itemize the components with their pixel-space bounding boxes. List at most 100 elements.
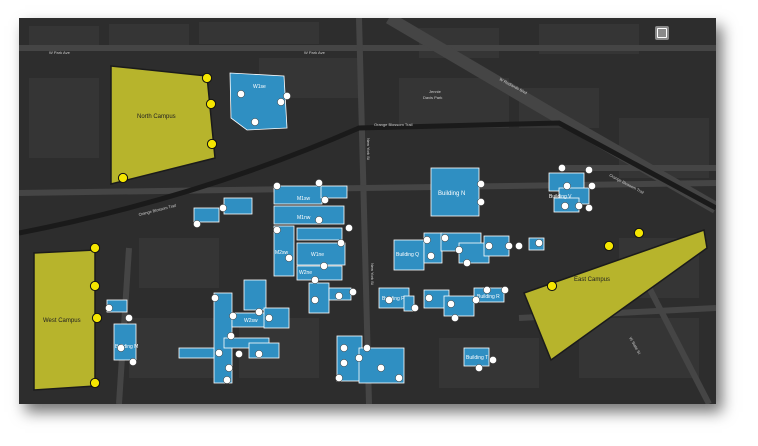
campus-entrance-icon[interactable] xyxy=(91,312,103,324)
campus-entrance-icon[interactable] xyxy=(89,242,101,254)
map-frame[interactable]: W Park Ave W Park Ave W Redlands Blvd Or… xyxy=(19,18,716,404)
entrance-marker-icon[interactable] xyxy=(320,262,328,270)
entrance-marker-icon[interactable] xyxy=(575,202,583,210)
campus-entrance-icon[interactable] xyxy=(546,280,558,292)
entrance-marker-icon[interactable] xyxy=(255,308,263,316)
entrance-marker-icon[interactable] xyxy=(475,364,483,372)
entrance-marker-icon[interactable] xyxy=(273,182,281,190)
entrance-marker-icon[interactable] xyxy=(283,92,291,100)
entrance-marker-icon[interactable] xyxy=(561,202,569,210)
campus-entrance-icon[interactable] xyxy=(205,98,217,110)
entrance-marker-icon[interactable] xyxy=(265,314,273,322)
campus-east[interactable]: East Campus xyxy=(523,228,708,362)
entrance-marker-icon[interactable] xyxy=(255,350,263,358)
campus-entrance-icon[interactable] xyxy=(603,240,615,252)
entrance-marker-icon[interactable] xyxy=(588,182,596,190)
entrance-marker-icon[interactable] xyxy=(273,226,281,234)
entrance-marker-icon[interactable] xyxy=(125,314,133,322)
entrance-marker-icon[interactable] xyxy=(563,182,571,190)
entrance-marker-icon[interactable] xyxy=(129,358,137,366)
entrance-marker-icon[interactable] xyxy=(395,374,403,382)
entrance-marker-icon[interactable] xyxy=(585,204,593,212)
entrance-marker-icon[interactable] xyxy=(455,246,463,254)
building-label: Building V xyxy=(549,194,572,200)
entrance-marker-icon[interactable] xyxy=(321,196,329,204)
entrance-marker-icon[interactable] xyxy=(193,220,201,228)
road-label: Orange Blossom Trail xyxy=(374,122,413,127)
entrance-marker-icon[interactable] xyxy=(483,286,491,294)
entrance-marker-icon[interactable] xyxy=(311,296,319,304)
entrance-marker-icon[interactable] xyxy=(558,164,566,172)
entrance-marker-icon[interactable] xyxy=(447,300,455,308)
entrance-marker-icon[interactable] xyxy=(277,98,285,106)
entrance-marker-icon[interactable] xyxy=(335,374,343,382)
entrance-marker-icon[interactable] xyxy=(535,239,543,247)
entrance-marker-icon[interactable] xyxy=(515,242,523,250)
entrance-marker-icon[interactable] xyxy=(377,364,385,372)
entrance-marker-icon[interactable] xyxy=(472,296,480,304)
campus-entrance-icon[interactable] xyxy=(633,227,645,239)
entrance-marker-icon[interactable] xyxy=(105,304,113,312)
entrance-marker-icon[interactable] xyxy=(251,118,259,126)
entrance-marker-icon[interactable] xyxy=(463,259,471,267)
entrance-marker-icon[interactable] xyxy=(237,90,245,98)
entrance-marker-icon[interactable] xyxy=(219,204,227,212)
campus-entrance-icon[interactable] xyxy=(201,72,213,84)
entrance-marker-icon[interactable] xyxy=(227,332,235,340)
campus-entrance-icon[interactable] xyxy=(89,280,101,292)
entrance-marker-icon[interactable] xyxy=(340,359,348,367)
entrance-marker-icon[interactable] xyxy=(427,252,435,260)
entrance-marker-icon[interactable] xyxy=(477,180,485,188)
entrance-marker-icon[interactable] xyxy=(315,179,323,187)
road-label: New York St xyxy=(370,263,375,286)
entrance-marker-icon[interactable] xyxy=(229,312,237,320)
entrance-marker-icon[interactable] xyxy=(215,349,223,357)
campus-entrance-icon[interactable] xyxy=(117,172,129,184)
layers-glyph xyxy=(657,28,667,38)
entrance-marker-icon[interactable] xyxy=(225,364,233,372)
entrance-marker-icon[interactable] xyxy=(335,292,343,300)
road-label: W Park Ave xyxy=(49,50,71,55)
campus-entrance-icon[interactable] xyxy=(206,138,218,150)
entrance-marker-icon[interactable] xyxy=(411,304,419,312)
entrance-marker-icon[interactable] xyxy=(223,376,231,384)
building-label: Building R xyxy=(477,294,500,300)
entrance-marker-icon[interactable] xyxy=(385,296,393,304)
entrance-marker-icon[interactable] xyxy=(235,350,243,358)
layers-icon[interactable] xyxy=(655,26,669,40)
entrance-marker-icon[interactable] xyxy=(425,294,433,302)
entrance-marker-icon[interactable] xyxy=(315,216,323,224)
building-label: W2ne xyxy=(299,270,312,276)
entrance-marker-icon[interactable] xyxy=(340,344,348,352)
campus-north[interactable]: North Campus xyxy=(110,65,216,185)
entrance-marker-icon[interactable] xyxy=(345,224,353,232)
entrance-marker-icon[interactable] xyxy=(477,198,485,206)
campus-entrance-icon[interactable] xyxy=(89,377,101,389)
campus-map[interactable]: W Park Ave W Park Ave W Redlands Blvd Or… xyxy=(19,18,716,404)
entrance-marker-icon[interactable] xyxy=(441,234,449,242)
entrance-marker-icon[interactable] xyxy=(423,236,431,244)
road-label: New York St xyxy=(366,138,371,161)
entrance-marker-icon[interactable] xyxy=(311,276,319,284)
building-label: Building M xyxy=(115,344,138,350)
entrance-marker-icon[interactable] xyxy=(585,166,593,174)
campus-west[interactable]: West Campus xyxy=(33,249,96,391)
building-label: Building P xyxy=(382,296,405,302)
entrance-marker-icon[interactable] xyxy=(451,314,459,322)
entrance-marker-icon[interactable] xyxy=(117,344,125,352)
building-label: M1sw xyxy=(297,196,310,202)
entrance-marker-icon[interactable] xyxy=(355,354,363,362)
entrance-marker-icon[interactable] xyxy=(285,254,293,262)
poi-label: Davis Park xyxy=(423,95,442,100)
entrance-marker-icon[interactable] xyxy=(211,294,219,302)
entrance-marker-icon[interactable] xyxy=(337,239,345,247)
entrance-marker-icon[interactable] xyxy=(505,242,513,250)
building-label: Building N xyxy=(438,191,465,197)
entrance-marker-icon[interactable] xyxy=(501,286,509,294)
poi-label: Jennie xyxy=(429,89,442,94)
entrance-marker-icon[interactable] xyxy=(349,288,357,296)
entrance-marker-icon[interactable] xyxy=(489,356,497,364)
entrance-marker-icon[interactable] xyxy=(485,242,493,250)
entrance-marker-icon[interactable] xyxy=(363,344,371,352)
building-labels: Building N Building V Building T M1sw M1… xyxy=(115,84,572,361)
